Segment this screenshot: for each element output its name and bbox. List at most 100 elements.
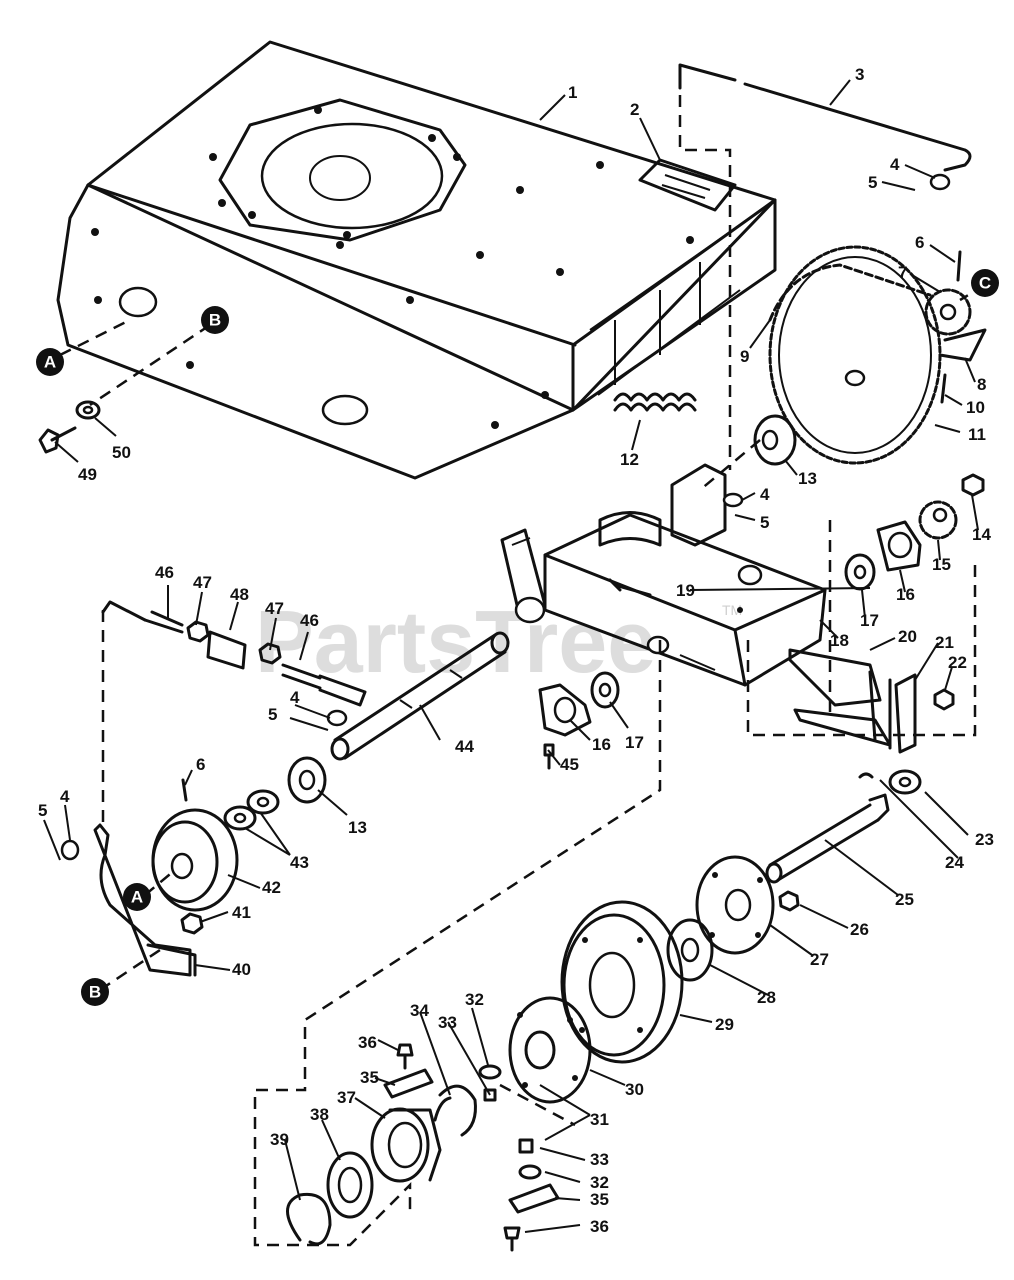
part-label-18: 18 — [830, 631, 849, 650]
part-label-29: 29 — [715, 1015, 734, 1034]
pulley-42 — [151, 808, 239, 912]
part-label-32b: 32 — [590, 1173, 609, 1192]
dashed-box-right — [746, 520, 977, 737]
bolt-and-washer — [38, 400, 101, 454]
pin-6-lower — [181, 778, 188, 802]
part-label-15: 15 — [932, 555, 951, 574]
part-label-13a: 13 — [798, 469, 817, 488]
rod-assembly — [101, 600, 367, 727]
part-label-4c: 4 — [290, 688, 300, 707]
part-label-2: 2 — [630, 100, 639, 119]
part-label-34: 34 — [410, 1001, 429, 1020]
part-label-45: 45 — [560, 755, 579, 774]
wheel-29 — [560, 900, 684, 1064]
bolt-19 — [608, 578, 652, 597]
svg-text:C: C — [979, 274, 991, 293]
part-label-33a: 33 — [438, 1013, 457, 1032]
part-label-31: 31 — [590, 1110, 609, 1129]
leader-lines — [43, 79, 979, 1233]
bearing-upper — [753, 414, 797, 466]
part-label-46a: 46 — [155, 563, 174, 582]
part-label-6a: 6 — [915, 233, 924, 252]
part-label-33b: 33 — [590, 1150, 609, 1169]
part-label-30: 30 — [625, 1080, 644, 1099]
part-label-25: 25 — [895, 890, 914, 909]
callout-B-top: B — [201, 306, 229, 334]
washer-4-upper — [722, 492, 744, 508]
snap-ring-39 — [286, 1192, 332, 1246]
part-label-9: 9 — [740, 347, 749, 366]
shaft-25 — [765, 793, 890, 884]
part-label-35b: 35 — [590, 1190, 609, 1209]
bearing-plate-middle — [538, 671, 620, 770]
part-label-44: 44 — [455, 737, 474, 756]
part-label-37: 37 — [337, 1088, 356, 1107]
clip-24 — [858, 772, 874, 779]
washer-43a — [246, 789, 280, 815]
part-label-14: 14 — [972, 525, 991, 544]
part-label-23: 23 — [975, 830, 994, 849]
watermark-trademark: TM — [722, 602, 742, 618]
part-label-47a: 47 — [193, 573, 212, 592]
dashed-rod-3 — [678, 95, 732, 470]
shift-rod — [678, 63, 972, 191]
callout-B-bottom: B — [81, 978, 109, 1006]
part-label-5b: 5 — [760, 513, 769, 532]
part-label-11: 11 — [968, 425, 986, 444]
flange-27 — [695, 855, 775, 955]
part-label-22: 22 — [948, 653, 967, 672]
part-label-36a: 36 — [358, 1033, 377, 1052]
spring — [613, 392, 697, 412]
main-shaft — [330, 631, 510, 761]
part-label-4a: 4 — [890, 155, 900, 174]
decal-plate — [638, 158, 737, 212]
dashed-A-top — [59, 318, 131, 357]
part-label-46b: 46 — [300, 611, 319, 630]
housing — [56, 40, 777, 480]
washer-4-lower — [60, 839, 80, 861]
part-label-36b: 36 — [590, 1217, 609, 1236]
callout-A-bottom: A — [123, 883, 151, 911]
part-label-21: 21 — [935, 633, 954, 652]
part-label-10: 10 — [966, 398, 985, 417]
part-label-42: 42 — [262, 878, 281, 897]
part-label-20: 20 — [898, 627, 917, 646]
dashed-A-bottom — [144, 869, 176, 896]
part-label-48: 48 — [230, 585, 249, 604]
shift-lever-assembly — [788, 648, 955, 754]
part-label-3: 3 — [855, 65, 864, 84]
part-label-24: 24 — [945, 853, 964, 872]
part-label-7: 7 — [898, 263, 907, 282]
bearing-housing-37 — [370, 1107, 442, 1183]
right-hardware — [844, 473, 985, 591]
callout-A-top: A — [36, 348, 64, 376]
part-label-27: 27 — [810, 950, 829, 969]
part-label-43: 43 — [290, 853, 309, 872]
washer-23 — [888, 769, 922, 795]
svg-text:B: B — [89, 983, 101, 1002]
part-label-50: 50 — [112, 443, 131, 462]
part-labels: 1 2 3 4 5 6 7 8 9 10 11 12 13 4 5 14 15 … — [38, 65, 994, 1236]
washer-43b — [223, 805, 257, 831]
part-label-49: 49 — [78, 465, 97, 484]
frame-bracket — [500, 463, 827, 687]
dashed-B-bottom — [99, 948, 161, 992]
part-label-38: 38 — [310, 1105, 329, 1124]
part-label-17a: 17 — [860, 611, 879, 630]
bracket-40 — [93, 823, 204, 977]
part-label-40: 40 — [232, 960, 251, 979]
part-label-41: 41 — [232, 903, 251, 922]
part-label-17b: 17 — [625, 733, 644, 752]
sprocket-and-chain — [768, 245, 987, 465]
part-label-8: 8 — [977, 375, 986, 394]
bearing-lower — [287, 756, 327, 804]
callout-C: C — [971, 269, 999, 297]
dashed-13-link — [699, 439, 761, 491]
part-label-4b: 4 — [760, 485, 770, 504]
part-label-12: 12 — [620, 450, 639, 469]
part-label-5d: 5 — [38, 801, 47, 820]
part-label-13b: 13 — [348, 818, 367, 837]
part-label-1: 1 — [568, 83, 577, 102]
part-label-19: 19 — [676, 581, 695, 600]
